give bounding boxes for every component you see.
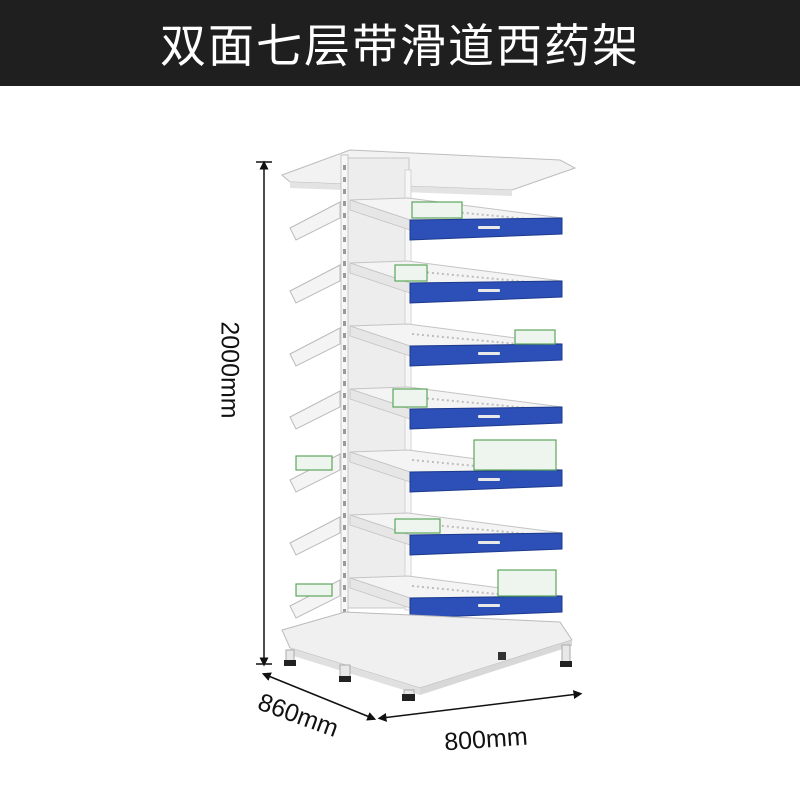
- medicine-box: [411, 201, 463, 219]
- upright-slot: [343, 297, 346, 302]
- upright-slot: [343, 489, 346, 494]
- shelf-tier: [289, 449, 563, 493]
- shelf-tier: [289, 323, 563, 367]
- upright-slot: [343, 357, 346, 362]
- upright-slot: [343, 333, 346, 338]
- back-tray: [289, 201, 341, 241]
- back-tray: [289, 516, 341, 556]
- back-tray: [289, 327, 341, 367]
- medicine-box: [473, 439, 557, 471]
- product-photo: [256, 149, 583, 722]
- upright-slot: [343, 597, 346, 602]
- height-dimension-line: [256, 160, 272, 667]
- upright-slot: [343, 549, 346, 554]
- upright-slot: [343, 561, 346, 566]
- upright-slot: [343, 525, 346, 530]
- upright-slot: [343, 585, 346, 590]
- upright-slot: [343, 405, 346, 410]
- drawer-handle: [478, 352, 500, 355]
- upright-slot: [343, 321, 346, 326]
- medicine-box: [497, 569, 557, 597]
- drawer-handle: [478, 478, 500, 481]
- upright-slot: [343, 477, 346, 482]
- title-bar: 双面七层带滑道西药架: [0, 0, 800, 86]
- drawer-handle: [478, 604, 500, 607]
- medicine-box: [394, 264, 428, 282]
- shelf-tiers: [289, 197, 563, 619]
- upright-slot: [343, 177, 346, 182]
- upright-slot: [343, 417, 346, 422]
- upright-slot: [343, 261, 346, 266]
- upright-slot: [343, 429, 346, 434]
- upright-slot: [343, 237, 346, 242]
- upright-slot: [343, 381, 346, 386]
- upright-slot: [343, 441, 346, 446]
- upright-slot: [343, 345, 346, 350]
- upright-slot: [343, 609, 346, 614]
- upright-slot: [343, 501, 346, 506]
- medicine-box: [394, 518, 441, 534]
- upright-slot: [343, 273, 346, 278]
- upright-slot: [343, 309, 346, 314]
- back-tray: [289, 390, 341, 430]
- upright-slot: [343, 573, 346, 578]
- upright-slot: [343, 393, 346, 398]
- drawer-handle: [478, 541, 500, 544]
- medicine-box: [392, 388, 428, 408]
- upright-slot: [343, 249, 346, 254]
- upright-slot: [343, 225, 346, 230]
- upright-slot: [343, 213, 346, 218]
- medicine-box: [514, 329, 556, 345]
- depth-dimension-line: [261, 672, 377, 721]
- medicine-box: [295, 455, 333, 471]
- drawer-handle: [478, 415, 500, 418]
- drawer-handle: [478, 289, 500, 292]
- upright-slot: [343, 165, 346, 170]
- drawer-handle: [478, 226, 500, 229]
- upright-slot: [343, 465, 346, 470]
- back-tray: [289, 264, 341, 304]
- height-dimension-label: 2000mm: [215, 321, 244, 419]
- upright-slot: [343, 201, 346, 206]
- width-dimension-label: 800mm: [443, 722, 529, 757]
- upright-slot: [343, 453, 346, 458]
- page-title: 双面七层带滑道西药架: [160, 19, 640, 73]
- upright-slot: [343, 513, 346, 518]
- width-dimension-line: [377, 690, 583, 722]
- upright-slot: [343, 369, 346, 374]
- shelf-illustration: [281, 149, 577, 701]
- upright-slot: [343, 189, 346, 194]
- medicine-box: [295, 583, 333, 597]
- upright-slot: [343, 285, 346, 290]
- upright-slot: [343, 537, 346, 542]
